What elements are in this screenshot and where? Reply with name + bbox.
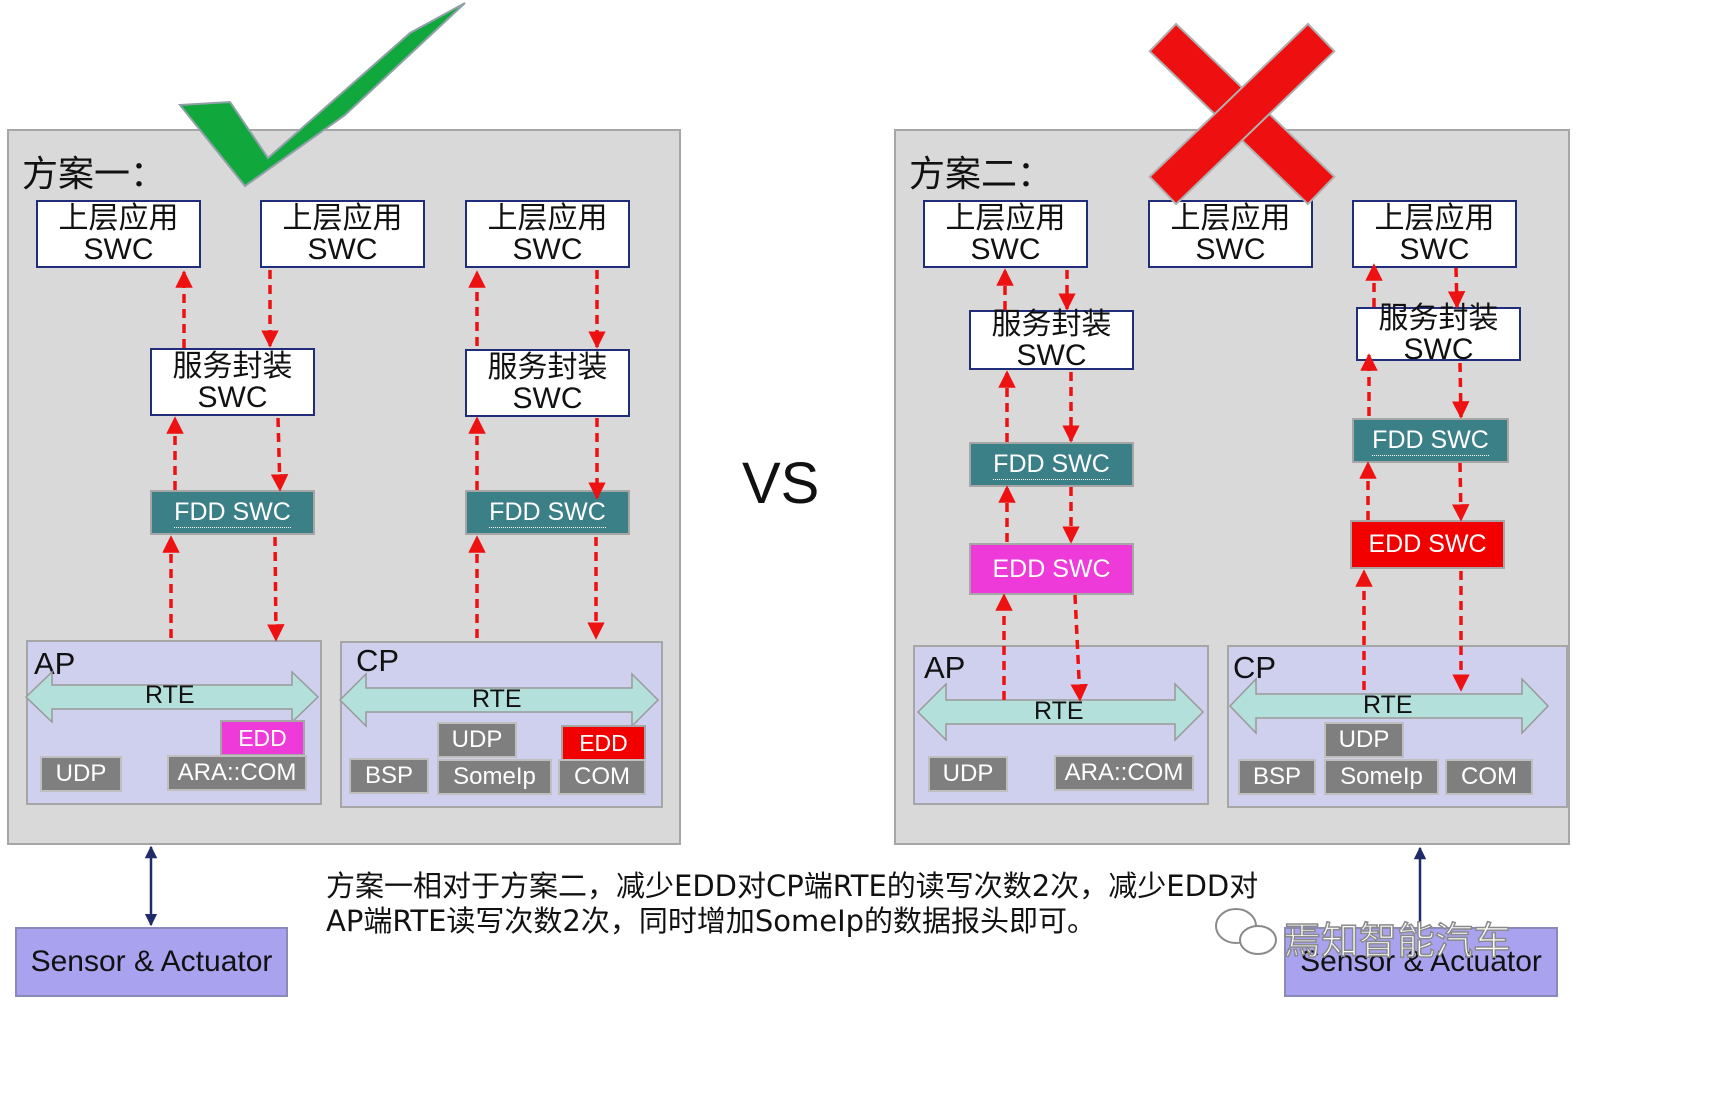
- fdd-label: FDD SWC: [1372, 425, 1489, 456]
- right-sensor-actuator: Sensor & Actuator: [1284, 927, 1558, 997]
- left-cp-bsp: BSP: [349, 758, 429, 794]
- right-edd-swc-red: EDD SWC: [1350, 520, 1505, 569]
- left-scheme-label: 方案一：: [22, 154, 167, 195]
- left-data-arrows: [162, 270, 606, 642]
- right-ap-rte-arrow: [916, 682, 1205, 742]
- service-swc: SWC: [197, 381, 268, 414]
- right-edd-swc-magenta: EDD SWC: [969, 543, 1134, 595]
- app-swc: SWC: [83, 233, 154, 266]
- right-cp-bsp: BSP: [1238, 759, 1316, 795]
- app-title: 上层应用: [58, 200, 179, 236]
- right-ap-aracom: ARA::COM: [1054, 755, 1194, 791]
- watermark-text: 焉知智能汽车: [1282, 918, 1512, 964]
- left-top-app-2: 上层应用 SWC: [260, 200, 425, 268]
- left-ap-rte-label: RTE: [145, 681, 195, 709]
- left-cp-label: CP: [356, 643, 400, 678]
- left-service-swc-1: 服务封装 SWC: [150, 348, 315, 416]
- right-cp-rte-label: RTE: [1363, 691, 1413, 719]
- left-cp-edd: EDD: [561, 725, 646, 761]
- app-title: 上层应用: [945, 200, 1066, 236]
- right-data-arrows: [995, 263, 1470, 702]
- left-sensor-actuator: Sensor & Actuator: [15, 927, 288, 997]
- caption-line-1: 方案一相对于方案二，减少EDD对CP端RTE的读写次数2次，减少EDD对: [326, 869, 1259, 903]
- right-top-app-1: 上层应用 SWC: [923, 200, 1088, 268]
- right-cp-someip: SomeIp: [1324, 759, 1439, 795]
- left-ap-aracom: ARA::COM: [167, 755, 307, 791]
- app-title: 上层应用: [1374, 200, 1495, 236]
- left-ap-label: AP: [34, 646, 76, 681]
- caption-line-2: AP端RTE读写次数2次，同时增加SomeIp的数据报头即可。: [326, 904, 1097, 938]
- app-swc: SWC: [1399, 233, 1470, 266]
- right-ap-udp: UDP: [928, 756, 1008, 792]
- app-swc: SWC: [512, 233, 583, 266]
- cross-mark-icon-stroke-2: [1148, 22, 1336, 206]
- right-service-swc-2: 服务封装 SWC: [1356, 302, 1521, 365]
- left-ap-rte-arrow: [24, 670, 320, 724]
- left-ap-edd: EDD: [220, 720, 305, 756]
- right-cp-rte-arrow: [1228, 677, 1550, 735]
- service-title: 服务封装: [1378, 300, 1499, 336]
- service-swc: SWC: [512, 382, 583, 415]
- app-swc: SWC: [307, 233, 378, 266]
- app-title: 上层应用: [282, 200, 403, 236]
- left-cp-com: COM: [558, 759, 646, 795]
- right-top-app-2: 上层应用 SWC: [1148, 200, 1313, 268]
- right-cp-label: CP: [1233, 650, 1277, 685]
- right-ap-rte-label: RTE: [1034, 697, 1084, 725]
- left-cp-rte-label: RTE: [472, 685, 522, 713]
- service-title: 服务封装: [991, 306, 1112, 342]
- left-top-app-3: 上层应用 SWC: [465, 200, 630, 268]
- right-cp-com: COM: [1445, 759, 1533, 795]
- right-service-swc-1: 服务封装 SWC: [969, 306, 1134, 372]
- right-top-app-3: 上层应用 SWC: [1352, 200, 1517, 268]
- service-title: 服务封装: [487, 349, 608, 385]
- vs-label: VS: [742, 451, 820, 516]
- app-swc: SWC: [1195, 233, 1266, 266]
- service-swc: SWC: [1016, 339, 1087, 372]
- service-title: 服务封装: [172, 348, 293, 384]
- right-fdd-swc-1: FDD SWC: [969, 442, 1134, 487]
- right-scheme-label: 方案二：: [909, 154, 1054, 195]
- left-cp-rte-arrow: [338, 672, 660, 728]
- right-ap-label: AP: [924, 650, 966, 685]
- right-cp-udp: UDP: [1324, 722, 1404, 758]
- fdd-label: FDD SWC: [174, 497, 291, 528]
- app-title: 上层应用: [1170, 200, 1291, 236]
- check-mark-icon: [178, 2, 466, 188]
- left-fdd-swc-1: FDD SWC: [150, 490, 315, 535]
- left-ap-udp: UDP: [40, 756, 122, 792]
- left-cp-someip: SomeIp: [437, 759, 552, 795]
- left-cp-udp: UDP: [437, 722, 517, 758]
- service-swc: SWC: [1403, 333, 1474, 366]
- fdd-label: FDD SWC: [489, 497, 606, 528]
- left-top-app-1: 上层应用 SWC: [36, 200, 201, 268]
- app-swc: SWC: [970, 233, 1041, 266]
- wechat-icon: [1215, 908, 1277, 955]
- right-fdd-swc-2: FDD SWC: [1352, 418, 1509, 463]
- fdd-label: FDD SWC: [993, 449, 1110, 480]
- left-service-swc-2: 服务封装 SWC: [465, 349, 630, 417]
- app-title: 上层应用: [487, 200, 608, 236]
